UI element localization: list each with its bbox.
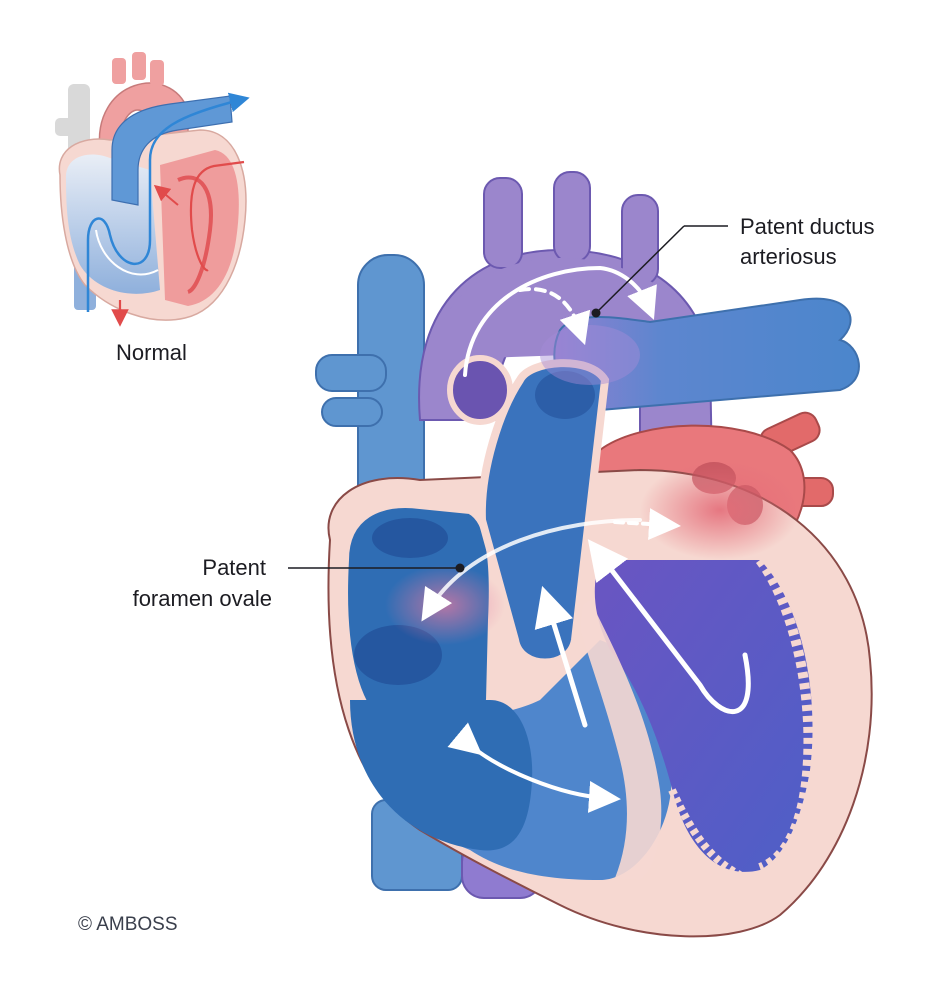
aortic-root-opening	[447, 355, 513, 425]
mini-arterial-flow-arrow	[189, 160, 245, 272]
pulmonary-valve-opening	[535, 371, 595, 419]
ductus-glow	[540, 325, 640, 385]
pda-label-line2: arteriosus	[740, 244, 837, 269]
left-common-carotid	[553, 171, 591, 263]
pda-label-line1: Patent ductus	[740, 214, 875, 239]
left-atrium-glow	[640, 460, 800, 560]
pulmonary-outflow-arrow	[534, 585, 588, 728]
pfo-label-line2: foramen ovale	[133, 586, 272, 611]
svc-orifice	[372, 518, 448, 558]
pfo-callout: Patent foramen ovale	[133, 555, 465, 611]
rv-double-arrow	[447, 722, 621, 813]
mini-superior-vena-cava	[68, 84, 90, 154]
pfo-label-line1: Patent	[202, 555, 266, 580]
normal-label: Normal	[116, 340, 187, 365]
mini-left-heart	[160, 150, 239, 306]
pulmonary-vein-stub-upper	[315, 354, 387, 392]
left-ventricle	[594, 560, 813, 872]
pda-callout-dot	[591, 308, 601, 318]
foramen-ovale-arrow	[421, 518, 642, 622]
pulmonary-vein-stub-lower	[321, 397, 383, 427]
pda-callout: Patent ductus arteriosus	[591, 214, 875, 318]
copyright-credit: © AMBOSS	[78, 914, 178, 935]
pda-leader-line	[595, 225, 685, 314]
arch-flow-arrow	[463, 265, 657, 377]
la-short-arrow	[613, 508, 681, 541]
mini-vessel-stub	[55, 118, 75, 136]
brachiocephalic-artery	[483, 177, 523, 269]
pulmonary-trunk	[477, 359, 610, 667]
lv-outflow-arrow	[587, 539, 751, 715]
mini-venous-flow-arrow	[86, 92, 250, 312]
flow-arrows	[421, 265, 751, 813]
pfo-callout-dot	[455, 563, 465, 573]
normal-heart-thumbnail	[55, 52, 250, 327]
foramen-ovale-glow	[385, 565, 505, 645]
ductus-shunt-arrow-dashed	[518, 287, 591, 346]
main-heart	[315, 171, 873, 938]
